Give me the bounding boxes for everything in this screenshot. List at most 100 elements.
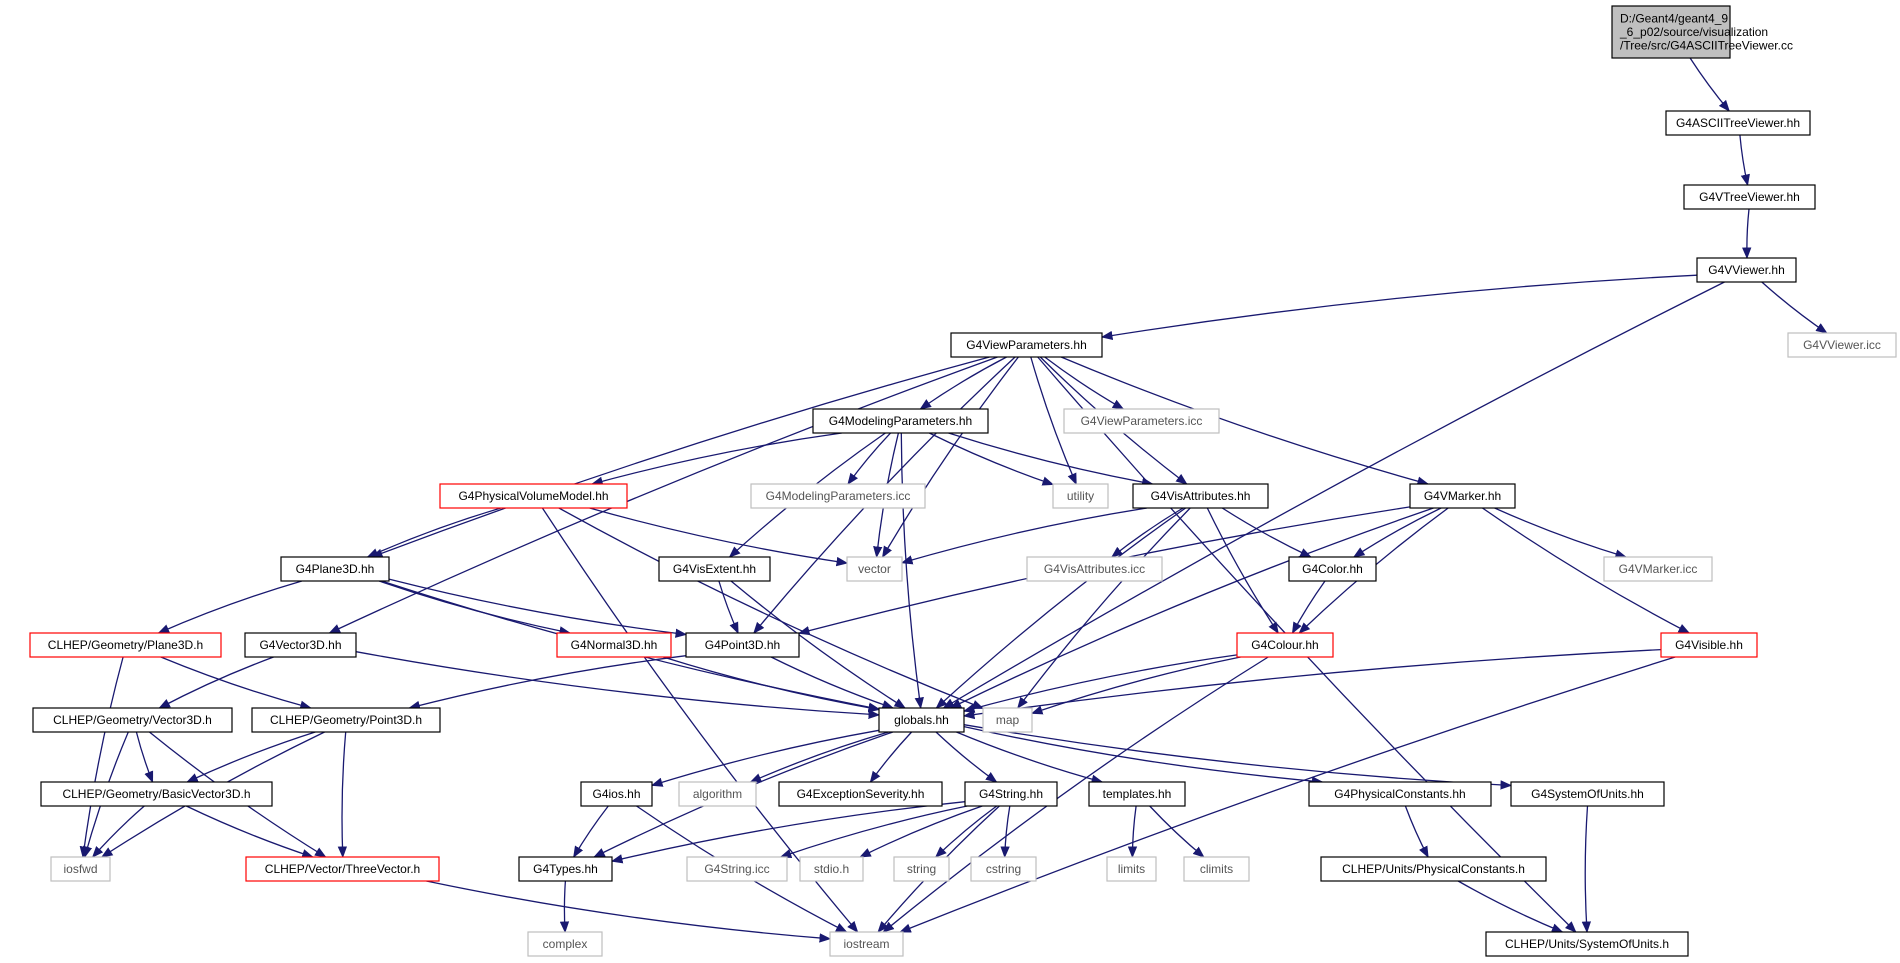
edge-visible_hh-to-iostream: [899, 656, 1676, 933]
node-label-normal3d_hh: G4Normal3D.hh: [571, 638, 658, 652]
node-box-vtreeviewer_hh: [1683, 184, 1816, 210]
node-systemofunits_hh[interactable]: G4SystemOfUnits.hh: [1510, 781, 1665, 807]
node-box-physicalvolumemodel_hh: [439, 483, 628, 509]
node-normal3d_hh[interactable]: G4Normal3D.hh: [556, 632, 672, 658]
node-exceptionseverity_hh[interactable]: G4ExceptionSeverity.hh: [778, 781, 943, 807]
node-label-clhep_threevector: CLHEP/Vector/ThreeVector.h: [265, 862, 420, 876]
node-box-templates_hh: [1088, 781, 1186, 807]
node-clhep_basicvector3d[interactable]: CLHEP/Geometry/BasicVector3D.h: [40, 781, 273, 807]
node-label-string: string: [907, 862, 936, 876]
node-templates_hh[interactable]: templates.hh: [1088, 781, 1186, 807]
edge-physicalvolumemodel_hh-to-map: [558, 507, 985, 710]
edge-globals_hh-to-exceptionseverity_hh: [869, 731, 913, 783]
node-climits[interactable]: climits: [1183, 856, 1250, 882]
node-clhep_vector3d[interactable]: CLHEP/Geometry/Vector3D.h: [32, 707, 233, 733]
edge-g4string_hh-to-string: [934, 805, 998, 858]
node-box-clhep_units_systemofunits: [1485, 931, 1689, 957]
node-vector[interactable]: vector: [846, 556, 903, 582]
edge-asciitreeviewer_hh-to-vtreeviewer_hh: [1739, 134, 1750, 187]
edge-clhep_point3d-to-clhep_basicvector3d: [186, 731, 316, 783]
edge-colour_hh-to-iostream: [882, 656, 1269, 933]
node-box-visattributes_icc: [1026, 556, 1163, 582]
node-vector3d_hh[interactable]: G4Vector3D.hh: [244, 632, 357, 658]
node-limits[interactable]: limits: [1106, 856, 1157, 882]
node-label-plane3d_hh: G4Plane3D.hh: [296, 562, 375, 576]
node-label-clhep_basicvector3d: CLHEP/Geometry/BasicVector3D.h: [62, 787, 250, 801]
node-box-g4ios_hh: [580, 781, 653, 807]
node-vviewer_icc[interactable]: G4VViewer.icc: [1787, 332, 1897, 358]
node-g4types_hh[interactable]: G4Types.hh: [518, 856, 613, 882]
edge-vtreeviewer_hh-to-vviewer_hh: [1742, 208, 1752, 260]
node-color_hh[interactable]: G4Color.hh: [1288, 556, 1377, 582]
node-visextent_hh[interactable]: G4VisExtent.hh: [658, 556, 771, 582]
node-vviewer_hh[interactable]: G4VViewer.hh: [1696, 257, 1797, 283]
node-box-asciitreeviewer_hh: [1665, 110, 1811, 136]
node-colour_hh[interactable]: G4Colour.hh: [1236, 632, 1334, 658]
edge-clhep_threevector-to-iostream: [426, 880, 832, 943]
node-g4string_icc[interactable]: G4String.icc: [686, 856, 788, 882]
edge-vector3d_hh-to-globals_hh: [355, 651, 881, 719]
node-complex[interactable]: complex: [527, 931, 603, 957]
edge-visattributes_hh-to-visattributes_icc: [1110, 507, 1184, 558]
node-box-g4string_hh: [964, 781, 1058, 807]
node-visattributes_icc[interactable]: G4VisAttributes.icc: [1026, 556, 1163, 582]
node-modelingparameters_icc[interactable]: G4ModelingParameters.icc: [750, 483, 926, 509]
node-vtreeviewer_hh[interactable]: G4VTreeViewer.hh: [1683, 184, 1816, 210]
edge-g4ios_hh-to-g4types_hh: [573, 805, 609, 859]
node-clhep_threevector[interactable]: CLHEP/Vector/ThreeVector.h: [245, 856, 440, 882]
node-box-viewparameters_hh: [950, 332, 1103, 358]
node-clhep_units_physicalconstants[interactable]: CLHEP/Units/PhysicalConstants.h: [1320, 856, 1547, 882]
node-utility[interactable]: utility: [1052, 483, 1109, 509]
node-box-clhep_plane3d: [29, 632, 222, 658]
node-physicalconstants_hh[interactable]: G4PhysicalConstants.hh: [1308, 781, 1492, 807]
node-plane3d_hh[interactable]: G4Plane3D.hh: [280, 556, 390, 582]
edge-clhep_units_physicalconstants-to-clhep_units_systemofunits: [1457, 880, 1564, 933]
node-label-vmarker_icc: G4VMarker.icc: [1619, 562, 1698, 576]
node-box-climits: [1183, 856, 1250, 882]
node-stdio_h[interactable]: stdio.h: [799, 856, 864, 882]
node-label-exceptionseverity_hh: G4ExceptionSeverity.hh: [797, 787, 925, 801]
node-root[interactable]: D:/Geant4/geant4_9_6_p02/source/visualiz…: [1611, 5, 1793, 59]
node-g4ios_hh[interactable]: G4ios.hh: [580, 781, 653, 807]
edge-normal3d_hh-to-globals_hh: [663, 656, 881, 713]
node-viewparameters_icc[interactable]: G4ViewParameters.icc: [1063, 408, 1220, 434]
node-g4string_hh[interactable]: G4String.hh: [964, 781, 1058, 807]
edge-globals_hh-to-templates_hh: [956, 731, 1104, 784]
node-iosfwd[interactable]: iosfwd: [50, 856, 111, 882]
node-label-modelingparameters_icc: G4ModelingParameters.icc: [766, 489, 911, 503]
edge-g4string_hh-to-cstring: [1000, 805, 1011, 859]
node-viewparameters_hh[interactable]: G4ViewParameters.hh: [950, 332, 1103, 358]
edge-visattributes_hh-to-vector: [900, 507, 1148, 565]
node-clhep_plane3d[interactable]: CLHEP/Geometry/Plane3D.h: [29, 632, 222, 658]
node-point3d_hh[interactable]: G4Point3D.hh: [685, 632, 800, 658]
node-label-clhep_vector3d: CLHEP/Geometry/Vector3D.h: [53, 713, 212, 727]
node-visible_hh[interactable]: G4Visible.hh: [1660, 632, 1758, 658]
node-label-visattributes_hh: G4VisAttributes.hh: [1151, 489, 1251, 503]
node-map[interactable]: map: [982, 707, 1033, 733]
node-vmarker_icc[interactable]: G4VMarker.icc: [1603, 556, 1713, 582]
edge-vmarker_hh-to-vmarker_icc: [1494, 507, 1628, 559]
node-clhep_units_systemofunits[interactable]: CLHEP/Units/SystemOfUnits.h: [1485, 931, 1689, 957]
node-label-g4string_icc: G4String.icc: [704, 862, 769, 876]
node-physicalvolumemodel_hh[interactable]: G4PhysicalVolumeModel.hh: [439, 483, 628, 509]
edge-physicalvolumemodel_hh-to-plane3d_hh: [366, 507, 502, 558]
node-vmarker_hh[interactable]: G4VMarker.hh: [1409, 483, 1516, 509]
node-label-globals_hh: globals.hh: [894, 713, 949, 727]
node-cstring[interactable]: cstring: [970, 856, 1037, 882]
node-string[interactable]: string: [893, 856, 950, 882]
node-modelingparameters_hh[interactable]: G4ModelingParameters.hh: [812, 408, 989, 434]
edge-globals_hh-to-systemofunits_hh: [963, 724, 1513, 790]
edge-point3d_hh-to-clhep_point3d: [408, 655, 687, 710]
node-asciitreeviewer_hh[interactable]: G4ASCIITreeViewer.hh: [1665, 110, 1811, 136]
node-box-utility: [1052, 483, 1109, 509]
node-globals_hh[interactable]: globals.hh: [878, 707, 965, 733]
node-label-root: /Tree/src/G4ASCIITreeViewer.cc: [1620, 39, 1793, 53]
node-visattributes_hh[interactable]: G4VisAttributes.hh: [1132, 483, 1269, 509]
node-algorithm[interactable]: algorithm: [678, 781, 757, 807]
node-clhep_point3d[interactable]: CLHEP/Geometry/Point3D.h: [251, 707, 441, 733]
node-box-viewparameters_icc: [1063, 408, 1220, 434]
node-box-clhep_point3d: [251, 707, 441, 733]
node-iostream[interactable]: iostream: [829, 931, 904, 957]
node-box-clhep_units_physicalconstants: [1320, 856, 1547, 882]
